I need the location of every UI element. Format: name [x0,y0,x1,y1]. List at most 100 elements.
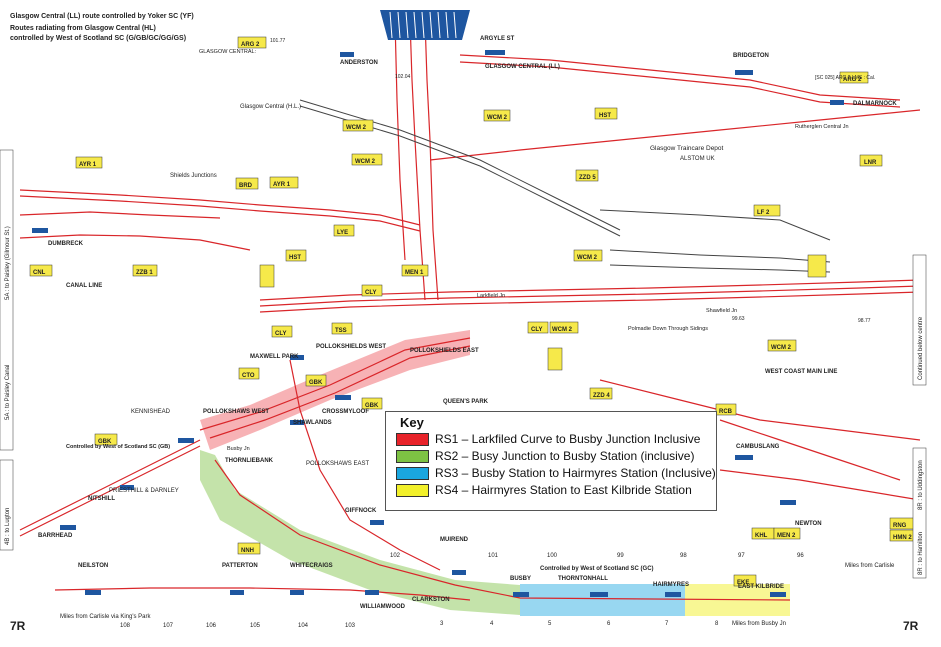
label-newton: NEWTON [795,521,822,527]
box-ayr: AYR 1 [273,182,291,188]
label-mileage-2: 102.04 [395,74,411,80]
key-swatch-green [396,449,429,463]
axis-tick: 8 [715,621,719,627]
label-muirend: MUIREND [440,537,469,543]
key-legend: Key RS1 – Larkfiled Curve to Busby Junct… [385,411,717,511]
axis-tick: 99 [617,553,624,559]
box-rcb: RCB [719,409,733,415]
label-shawfield: Shawfield Jn [706,308,737,314]
box-ayr: AYR 1 [79,162,97,168]
box-wcm: WCM 2 [552,327,573,333]
box-arg: ARG 2 [241,42,260,48]
key-swatch-red [396,432,429,446]
label-hairmyres: HAIRMYRES [653,582,689,588]
box-wcm: RNG [893,523,907,529]
label-larkfield: Larkfield Jn [477,293,505,299]
labels: Glasgow Central (LL) route controlled by… [5,13,924,633]
label-polmadie-sidings: Polmadie Down Through Sidings [628,326,708,332]
gc-panel-title: GLASGOW CENTRAL: [199,49,257,55]
label-anderston: ANDERSTON [340,60,378,66]
box-zzb: ZZB 1 [136,270,153,276]
box-cly: CLY [531,327,542,333]
label-blue-info: [SC 025] ARG 2 LMS : Cal. [815,75,875,81]
box-zzd: ZZD 4 [593,393,610,399]
label-crossmyloof: CROSSMYLOOF [322,409,369,415]
axis-tick: 106 [206,623,217,629]
label-miles-busby: Miles from Busby Jn [732,621,786,627]
page-corner-left: 7R [10,619,26,633]
header-line2: Routes radiating from Glasgow Central (H… [10,25,156,32]
label-williamwood: WILLIAMWOOD [360,604,406,610]
box-hmn: HMN 2 [893,535,912,541]
label-dalmarnock: DALMARNOCK [853,101,897,107]
axis-tick: 98 [680,553,687,559]
side-label-paisley: 5A : to Paisley (Gilmour St.) [5,226,11,300]
label-dumbreck: DUMBRECK [48,241,84,247]
side-label-uddingston: 8R : to Uddingston [918,460,924,510]
label-rutherglen-central: Rutherglen Central Jn [795,124,849,130]
label-priesthill: PRIESTHILL & DARNLEY [109,488,179,494]
label-controlled-gb: Controlled by West of Scotland SC (GB) [66,444,170,450]
label-glasgow-central-hl: Glasgow Central (H.L.) [240,104,301,110]
box-men: MEN 1 [405,270,424,276]
key-swatch-yellow [396,483,429,497]
box-wcm: WCM 2 [577,255,598,261]
label-pollokshaws-west: POLLOKSHAWS WEST [203,409,269,415]
label-glasgow-central-ll: GLASGOW CENTRAL (LL) [485,64,560,70]
box-arg: ARG 2 [843,77,862,83]
axis-tick: 7 [665,621,669,627]
label-patterton: PATTERTON [222,563,258,569]
label-nitshill: NITSHILL [88,496,115,502]
box-lnr: LNR [864,160,877,166]
axis-tick: 104 [298,623,309,629]
label-pollokshaws-east: POLLOKSHAWS EAST [306,461,369,467]
label-maxwell-park: MAXWELL PARK [250,354,299,360]
label-east-kilbride: EAST KILBRIDE [738,584,784,590]
side-label-lugton: 4B : to Lugton [5,508,11,545]
axis-tick: 4 [490,621,494,627]
axis-tick: 3 [440,621,444,627]
label-alstom: ALSTOM UK [680,156,715,162]
label-pollokshields-west: POLLOKSHIELDS WEST [316,344,386,350]
box-labels: ARG 2 WCM 2 WCM 2 WCM 2 AYR 1 AYR 1 BRD … [33,42,912,586]
label-busby-jn: Busby Jn [227,446,250,452]
label-traincare-depot: Glasgow Traincare Depot [650,145,724,152]
rs3-band [520,584,685,616]
left-side-strip [0,149,14,451]
box-cto: CTO [242,373,255,379]
label-shawlands: SHAWLANDS [293,420,332,426]
glasgow-central-platforms [380,10,470,40]
right-side-strip-lower [912,447,927,579]
label-wcml: WEST COAST MAIN LINE [765,369,837,375]
key-label: RS1 – Larkfiled Curve to Busby Junction … [435,432,701,446]
track-network [19,19,921,601]
label-kennishead: KENNISHEAD [131,409,171,415]
box-nnh: NNH [241,548,254,554]
box-gbk: GBK [98,439,112,445]
header-line3: controlled by West of Scotland SC (G/GB/… [10,35,186,42]
signal-box-tags [29,36,917,587]
key-row-rs3: RS3 – Busby Station to Hairmyres Station… [396,466,716,480]
axis-tick: 105 [250,623,261,629]
box-arg: LF 2 [757,210,770,216]
left-side-strip-lower [0,459,14,551]
header-line1: Glasgow Central (LL) route controlled by… [10,13,194,20]
label-busby: BUSBY [510,576,531,582]
box-wcm: WCM 2 [355,159,376,165]
label-miles-carlisle: Miles from Carlisle via King's Park [60,614,152,620]
box-wcm: WCM 2 [346,125,367,131]
key-title: Key [400,415,424,430]
axis-tick: 97 [738,553,745,559]
box-khl: KHL [755,533,768,539]
label-thornliebank: THORNLIEBANK [225,458,274,464]
box-wcm: WCM 2 [771,345,792,351]
box-brd: BRD [239,183,253,189]
axis-tick: 102 [390,553,401,559]
axis-tick: 96 [797,553,804,559]
label-mileage-3: 99.63 [732,316,745,322]
label-giffnock: GIFFNOCK [345,508,377,514]
label-shields-junctions: Shields Junctions [170,173,217,179]
axis-tick: 5 [548,621,552,627]
box-wcm: WCM 2 [487,115,508,121]
